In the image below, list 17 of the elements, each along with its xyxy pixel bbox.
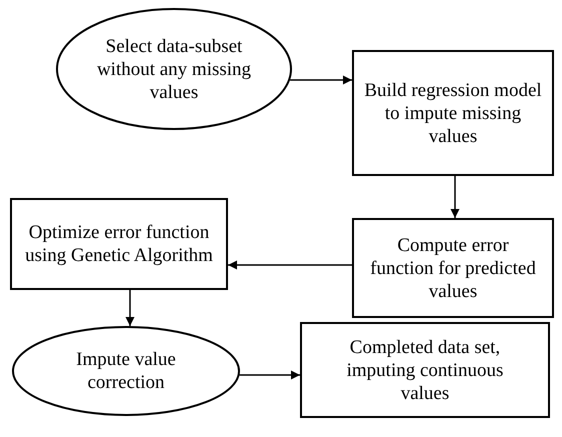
node-label: Impute value correction	[75, 348, 177, 394]
process-box	[10, 198, 228, 290]
node-label: Build regression model to impute missing values	[363, 78, 543, 148]
terminal-ellipse	[12, 326, 240, 416]
arrow	[228, 260, 352, 270]
arrow	[240, 370, 300, 380]
terminal-ellipse	[56, 8, 292, 130]
process-box	[352, 50, 554, 176]
arrow	[450, 176, 460, 218]
process-box	[300, 322, 550, 418]
arrow	[126, 290, 134, 326]
node-label: Completed data set, imputing continuous values	[346, 336, 504, 404]
process-box	[352, 218, 554, 318]
node-label: Compute error function for predicted values	[369, 234, 537, 302]
node-label: Select data-subset without any missing values	[96, 34, 252, 104]
node-label: Optimize error function using Genetic Algorithm	[24, 221, 214, 267]
arrow	[290, 76, 352, 84]
